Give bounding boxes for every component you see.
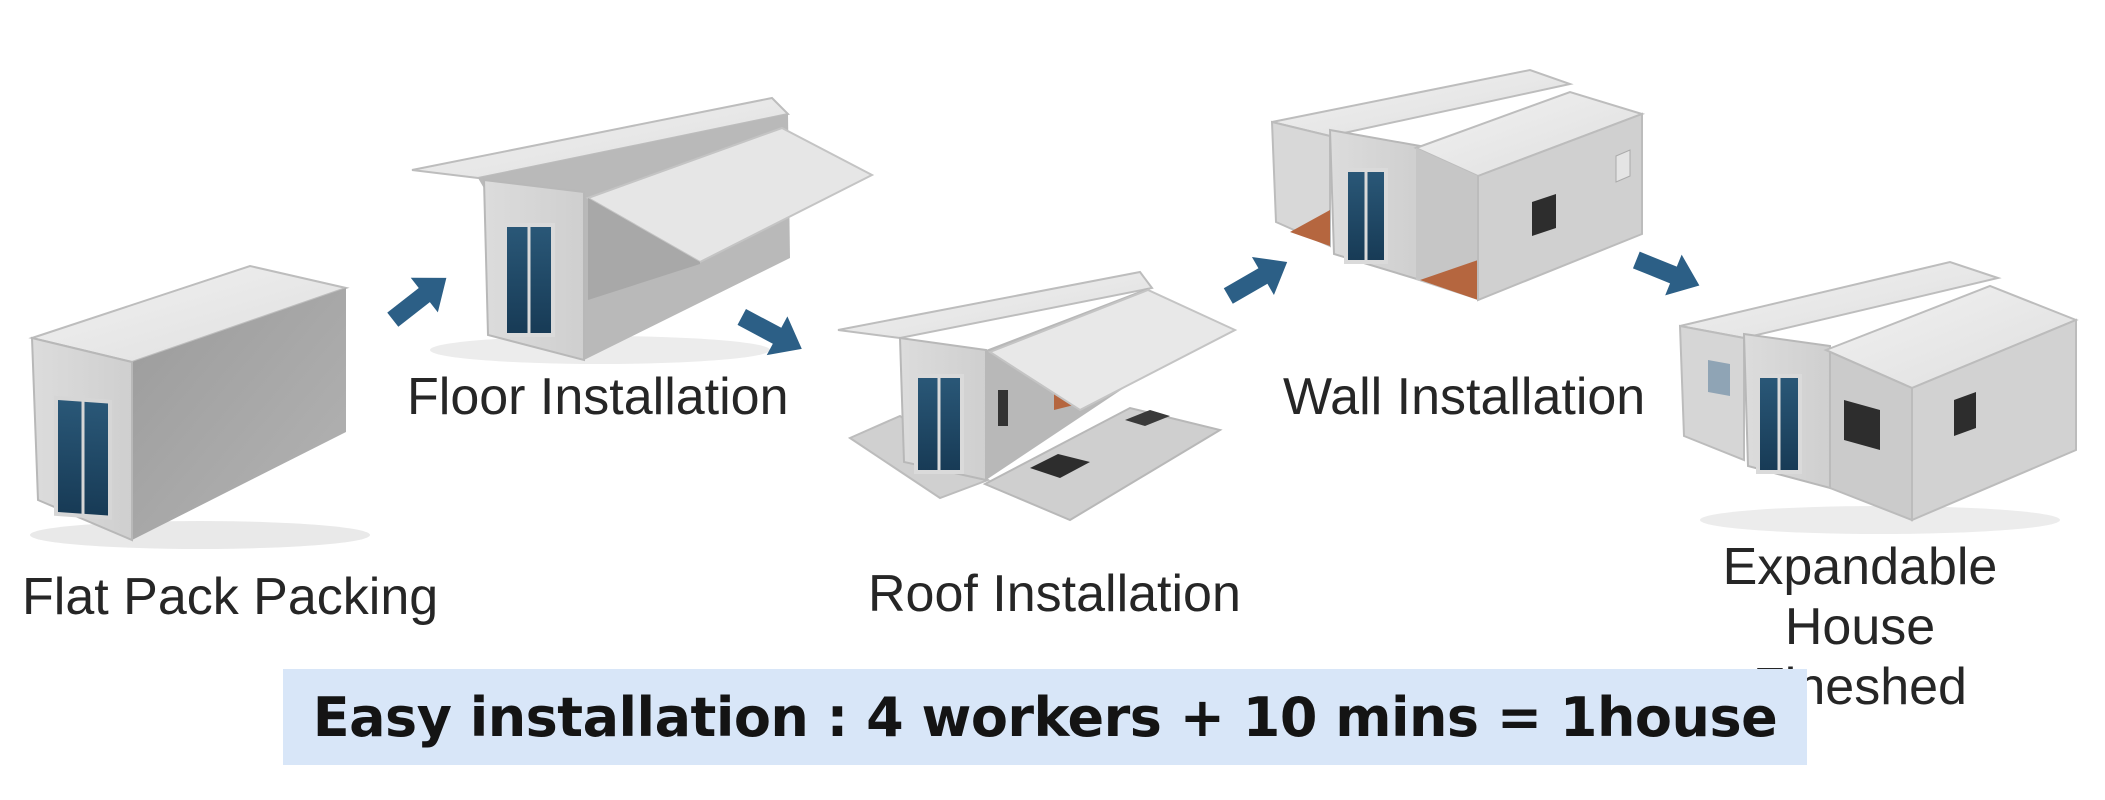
arrow-icon (1223, 256, 1288, 304)
arrow-icon (737, 309, 802, 356)
step-label-wall: Wall Installation (1283, 368, 1646, 426)
step-label-flat-pack: Flat Pack Packing (22, 568, 439, 626)
step-label-finished: Expandable House Fineshed (1680, 538, 2040, 717)
finished-house-image (1678, 260, 2079, 534)
step-label-floor: Floor Installation (407, 368, 789, 426)
summary-banner: Easy installation : 4 workers + 10 mins … (283, 669, 1807, 765)
arrow-icon (1632, 251, 1700, 296)
roof-installation-house-image (837, 270, 1238, 522)
wall-installation-house-image (1270, 68, 1646, 302)
arrow-icon (387, 277, 447, 327)
step-label-roof: Roof Installation (868, 565, 1241, 623)
flat-pack-house-image (28, 264, 370, 549)
step-label-finished-line1: Expandable (1722, 538, 1998, 596)
floor-installation-house-image (411, 96, 875, 364)
step-label-finished-line2: House Fineshed (1753, 597, 1967, 716)
banner-text: Easy installation : 4 workers + 10 mins … (312, 685, 1778, 749)
